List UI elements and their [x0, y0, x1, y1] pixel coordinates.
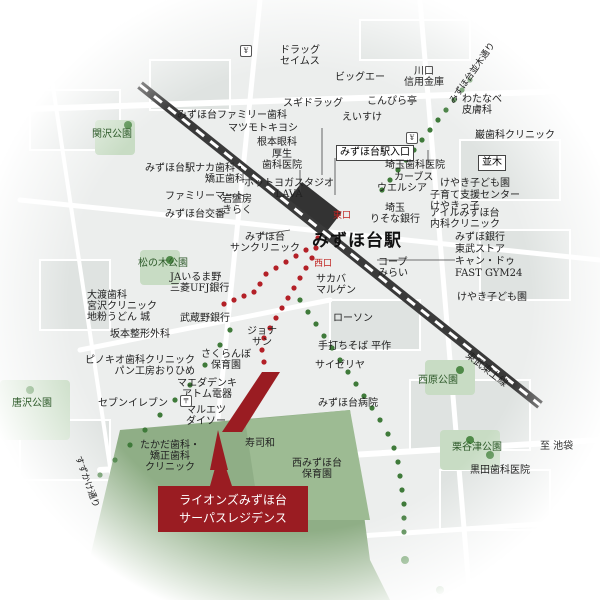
place-mizuho-bank: みずほ銀行 [455, 232, 505, 243]
east-exit-label: 東口 [333, 211, 352, 221]
place-hospital: みずほ台病院 [318, 398, 378, 409]
place-seven: セブンイレブン [98, 398, 168, 409]
place-welcia: ウエルシア [377, 183, 427, 194]
place-saizeriya: サイゼリヤ [315, 360, 365, 371]
place-matsumoto: マツモトキヨシ [228, 123, 298, 134]
place-fami-dental: みずほ台ファミリー歯科 [177, 110, 287, 121]
place-iwaki: 岩盤房 きらく [222, 194, 252, 216]
place-kosei-dental: 厚生 歯科医院 [262, 149, 302, 171]
place-curves: カーブス [394, 172, 434, 183]
place-takada: たかだ歯科・ 矯正歯科 クリニック [140, 440, 200, 473]
bank-icon: ¥ [240, 45, 252, 57]
place-sakamoto: 坂本整形外科 [110, 329, 170, 340]
place-kawaguchi-shinkin: 川口 信用金庫 [404, 66, 444, 88]
place-keyaki-kodomo: けやき子ども園 [440, 178, 510, 189]
destination-label: 至 池袋 [540, 441, 574, 452]
property-name-line1: ライオンズみずほ台 [179, 493, 287, 507]
place-keyaki-kodomo-2: けやき子ども園 [457, 292, 527, 303]
place-lawson: ローソン [333, 313, 373, 324]
place-naka-dental: みずほ台駅ナカ歯科・ 矯正歯科 [145, 163, 245, 185]
place-tobu-store: 東武ストア [455, 244, 505, 255]
place-nishi-hoikuen: 西みずほ台 保育園 [292, 458, 342, 480]
place-sun-clinic: みずほ台 サンクリニック [230, 232, 300, 254]
place-jushiwa: 寿司和 [245, 438, 275, 449]
place-ail-clinic: アイルみずほ台 内科クリニック [430, 208, 500, 230]
place-jonathan: ジョナ サン [247, 326, 277, 348]
park-sekizawa: 関沢公園 [92, 129, 132, 140]
place-sakuranbo: さくらんぼ 保育園 [201, 349, 251, 371]
place-candoo: キャン・ドゥ [455, 256, 515, 267]
park-karasawa: 唐沢公園 [12, 398, 52, 409]
place-drug-seims: ドラッグ セイムス [280, 45, 320, 67]
bank-icon: ¥ [406, 132, 418, 144]
place-watanabe: わたなべ 皮膚科 [462, 94, 502, 116]
place-ja-mufg: JAいるま野 三菱UFJ銀行 [170, 272, 230, 294]
place-kuroda: 黒田歯科医院 [470, 465, 530, 476]
park-kuriyazu: 栗谷津公園 [452, 442, 502, 453]
place-esuke: えいすけ [342, 112, 382, 123]
place-maeda: マエダデンキ アトム電器 [177, 378, 237, 400]
place-fastgym: FAST GYM24 [455, 268, 523, 279]
place-saitama-resona: 埼玉 りそな銀行 [370, 203, 420, 225]
place-coop: コープ みらい [378, 257, 408, 279]
place-nemoto: 根本眼科 [257, 137, 297, 148]
park-matsunoki: 松の木公園 [138, 258, 188, 269]
place-familymart: ファミリーマート [165, 191, 245, 202]
namiki-box: 並木 [478, 155, 506, 171]
place-musashino: 武蔵野銀行 [180, 313, 230, 324]
place-big-a: ビッグエー [335, 72, 385, 83]
property-name-line2: サーパスレジデンス [179, 511, 287, 525]
place-koban: みずほ台交番 [165, 209, 225, 220]
place-konpira: こんぴら亭 [367, 96, 417, 107]
east-entrance-box: みずほ台駅入口 [336, 145, 414, 161]
place-pinocchio: ピノキオ歯科クリニック パン工房おりひめ [85, 355, 195, 377]
west-exit-label: 西口 [314, 259, 333, 269]
post-office-icon: 〒 [180, 395, 192, 407]
place-maruetsu: マルエツ ダイソー [186, 405, 226, 427]
station-name: みずほ台駅 [312, 231, 402, 251]
place-iwao-dental: 巌歯科クリニック [475, 130, 555, 141]
place-owatari: 大渡歯科 宮沢クリニック 地粉うどん 城 [87, 290, 157, 323]
place-sugi-drug: スギドラッグ [283, 98, 343, 109]
place-saitama-dental: 埼玉歯科医院 [385, 160, 445, 171]
property-callout: ライオンズみずほ台 サーパスレジデンス [158, 486, 308, 532]
place-hotyoga-lava: ホットヨガスタジオ LAVA [244, 178, 334, 200]
place-teuchi: 手打ちそば 平作 [318, 341, 392, 352]
park-nishihara: 西原公園 [418, 375, 458, 386]
place-kosodate: 子育て支援センター けやきっ子 [430, 190, 520, 212]
place-sakaba: サカバ マルゲン [316, 274, 356, 296]
